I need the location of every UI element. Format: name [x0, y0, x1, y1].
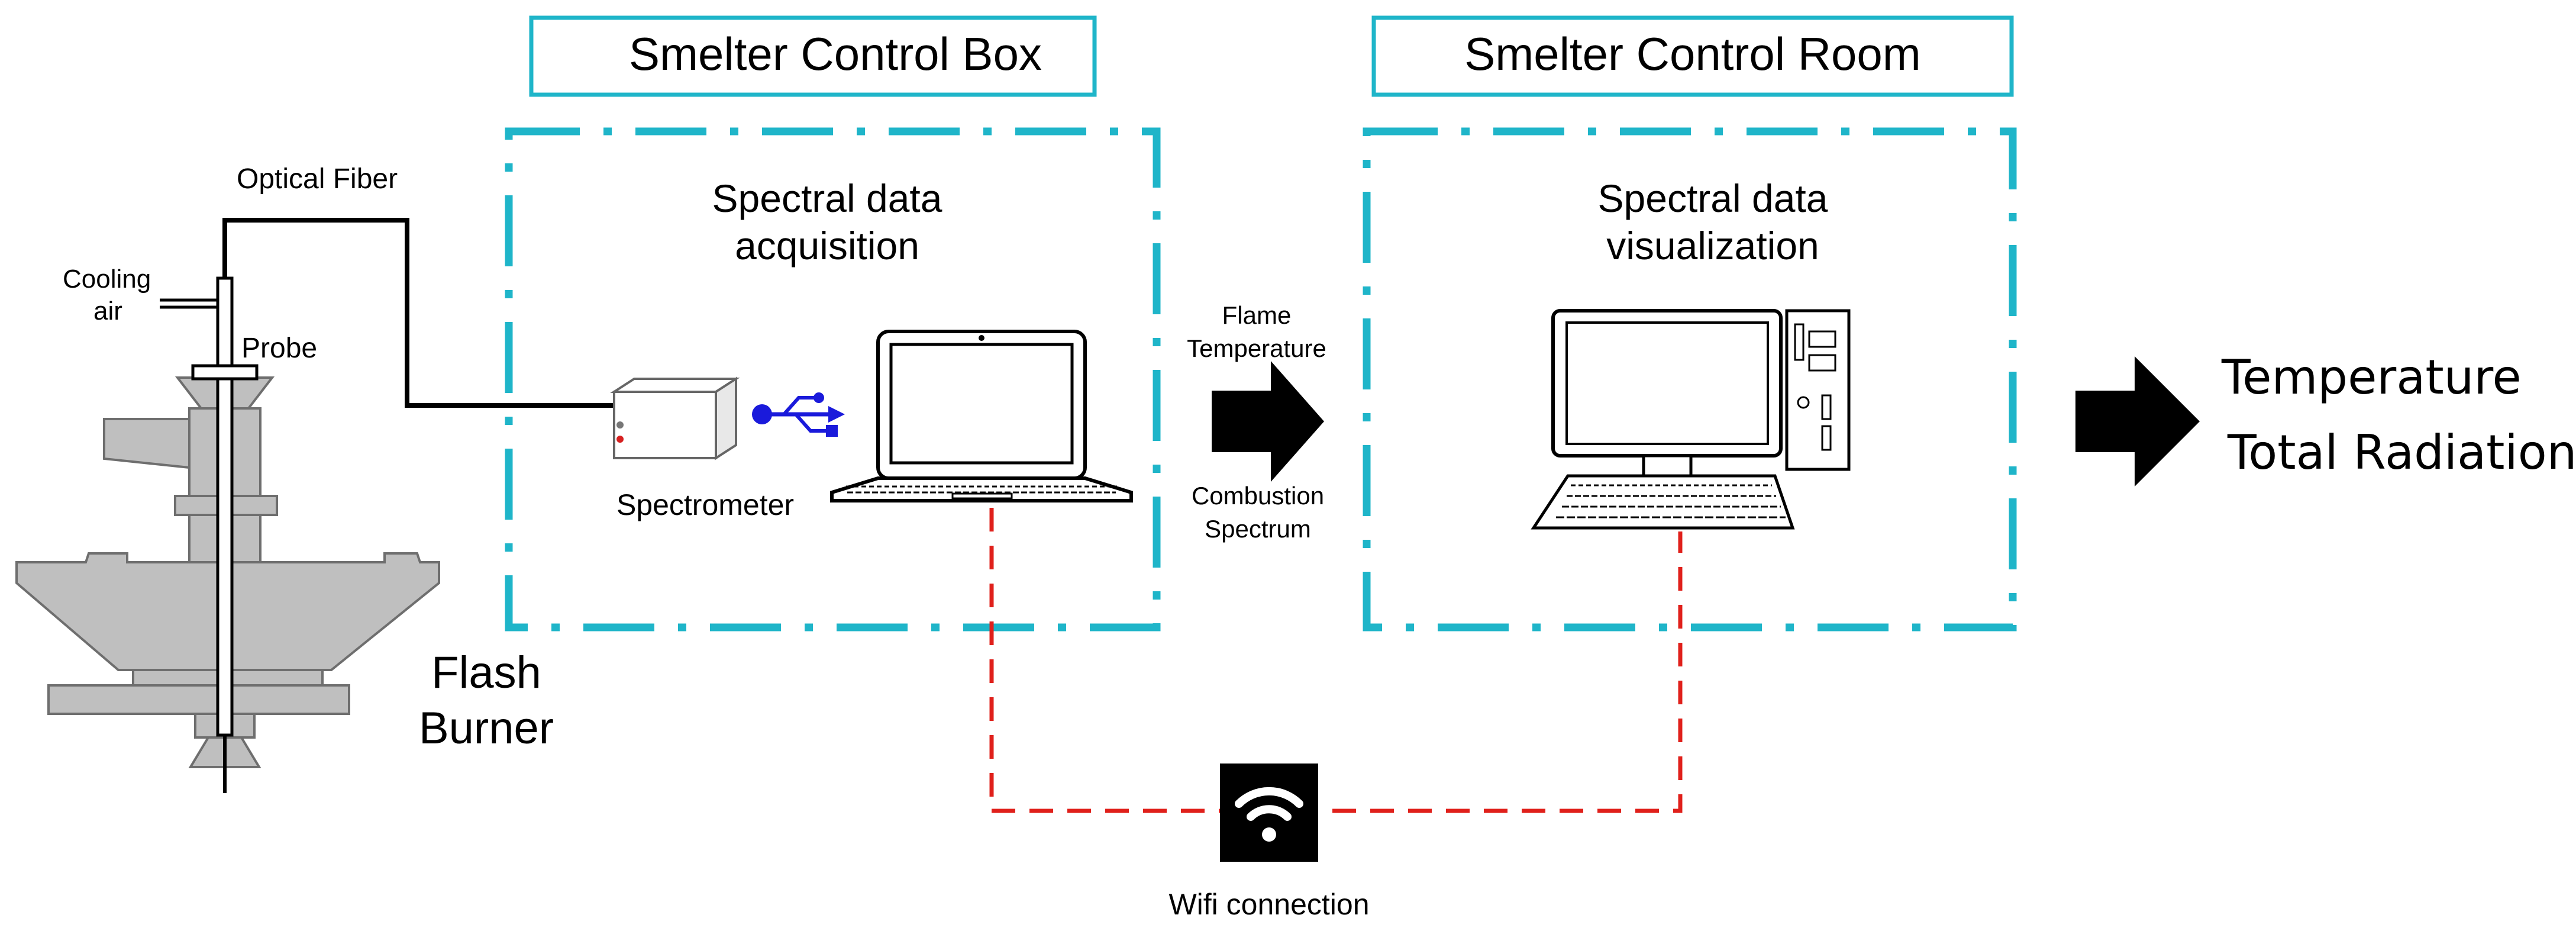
spectrometer-box-icon [610, 376, 740, 460]
flame-temperature-label-1: Flame [1222, 301, 1292, 329]
probe-label: Probe [241, 333, 317, 364]
smelter-control-room-label: Smelter Control Room [1464, 28, 1921, 80]
smelter-control-box-label: Smelter Control Box [629, 28, 1042, 80]
wifi-connection-label: Wifi connection [1168, 888, 1369, 921]
output-total-radiation-label: Total Radiation [2227, 425, 2576, 480]
cooling-air-label-1: Cooling [63, 265, 151, 294]
output-arrow [2075, 356, 2200, 487]
probe [160, 276, 259, 793]
desktop-computer-icon [1531, 309, 1851, 530]
combustion-spectrum-label-1: Combustion [1192, 482, 1324, 510]
flash-burner-label-2: Burner [419, 703, 554, 753]
smelter-control-box-title: Smelter Control Box [529, 15, 1097, 97]
wifi-icon [1220, 764, 1318, 862]
flash-burner-label-1: Flash [431, 647, 541, 698]
wifi-link-line [989, 508, 1683, 813]
control-room-zone [1363, 127, 2017, 632]
control-box-zone [505, 127, 1161, 632]
cooling-air-label-2: air [93, 297, 122, 326]
visualization-label-1: Spectral data [1598, 176, 1828, 220]
optical-fiber-line [222, 218, 616, 408]
usb-icon [752, 392, 845, 437]
acquisition-label-2: acquisition [735, 224, 919, 268]
laptop-icon [830, 330, 1133, 502]
visualization-label-2: visualization [1606, 224, 1819, 268]
acquisition-label-1: Spectral data [712, 176, 942, 220]
smelter-control-room-title: Smelter Control Room [1371, 15, 2014, 97]
combustion-spectrum-label-2: Spectrum [1205, 515, 1311, 543]
flame-data-arrow [1212, 361, 1324, 482]
output-temperature-label: Temperature [2221, 350, 2522, 405]
flame-temperature-label-2: Temperature [1187, 334, 1326, 362]
spectrometer-label: Spectrometer [616, 488, 794, 521]
optical-fiber-label: Optical Fiber [237, 163, 398, 195]
